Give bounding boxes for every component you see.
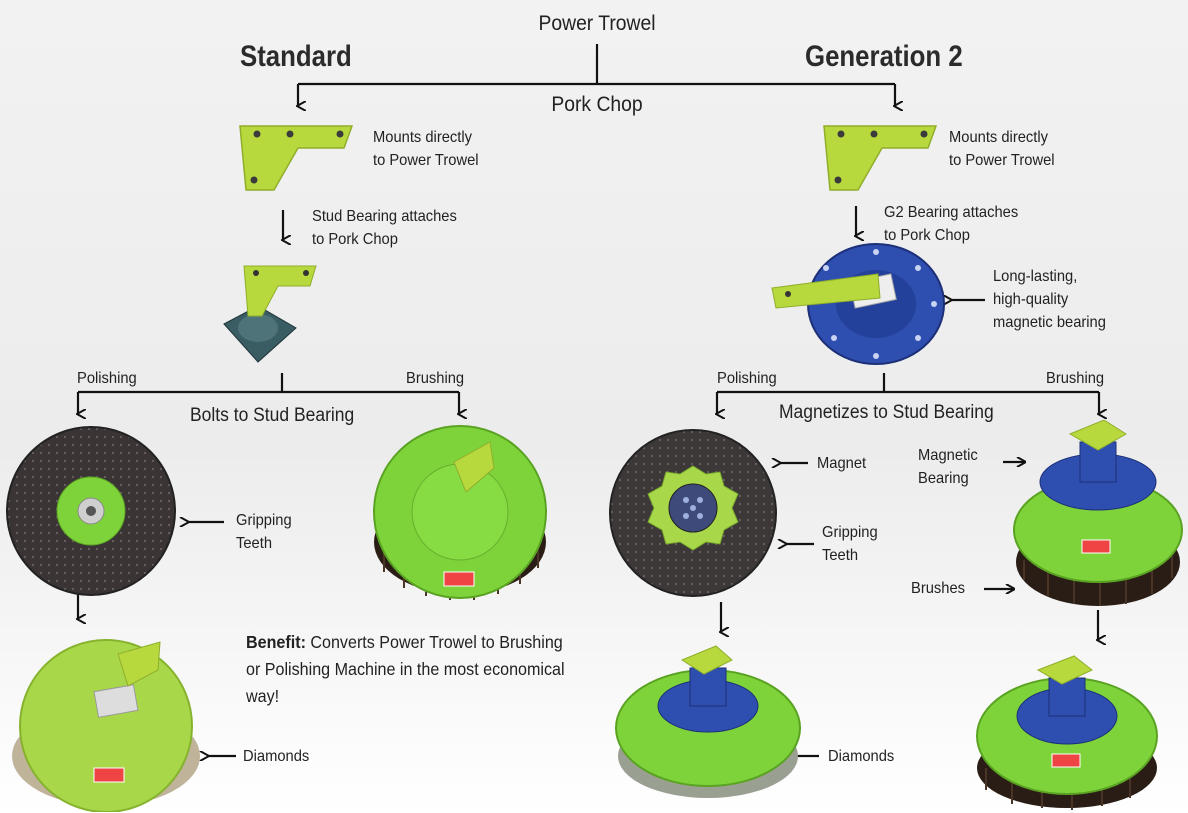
std-gripping-note-line2: Teeth	[236, 535, 273, 552]
g2-magnetic-bearing-note-line1: Magnetic	[918, 447, 978, 464]
g2-quality-note-line3: magnetic bearing	[993, 314, 1106, 331]
standard-heading: Standard	[240, 40, 352, 73]
g2-bearing-image	[771, 243, 945, 365]
g2-brushing-label: Brushing	[1046, 370, 1105, 387]
g2-quality-note-line2: high-quality	[993, 291, 1069, 308]
benefit-text: Converts Power Trowel to Brushing or Pol…	[246, 632, 565, 706]
std-gripping-note-line1: Gripping	[236, 512, 292, 529]
std-mount-note-line2: to Power Trowel	[373, 152, 479, 169]
stud-bearing-image	[223, 265, 317, 363]
g2-magnet-note: Magnet	[817, 455, 867, 472]
g2-bearing-note-line1: G2 Bearing attaches	[884, 204, 1019, 221]
std-brushing-label: Brushing	[406, 370, 465, 387]
g2-magnetic-bearing-note-line2: Bearing	[918, 470, 969, 487]
diamond-pad-image-gen2	[615, 645, 801, 798]
gen2-heading: Generation 2	[805, 40, 963, 73]
pork-chop-image-gen2	[823, 125, 938, 191]
std-diamonds-note: Diamonds	[243, 748, 310, 765]
g2-bearing-note-line2: to Pork Chop	[884, 227, 970, 244]
std-bearing-note-line1: Stud Bearing attaches	[312, 208, 457, 225]
g2-mount-note-line1: Mounts directly	[949, 129, 1048, 146]
g2-mount-note-line2: to Power Trowel	[949, 152, 1055, 169]
root-label: Power Trowel	[538, 12, 656, 35]
g2-gripping-note-line1: Gripping	[822, 524, 878, 541]
g2-brushes-note: Brushes	[911, 580, 966, 597]
pork-chop-label: Pork Chop	[551, 93, 643, 116]
g2-polishing-label: Polishing	[717, 370, 777, 387]
std-bolts-label: Bolts to Stud Bearing	[190, 405, 355, 426]
brushing-pad-image-standard	[373, 425, 547, 600]
polishing-pad-image-standard	[6, 426, 176, 596]
g2-gripping-note-line2: Teeth	[822, 547, 859, 564]
polishing-pad-image-gen2	[609, 429, 777, 597]
benefit-text-block: Benefit: Converts Power Trowel to Brushi…	[246, 629, 577, 710]
diamond-pad-image-standard	[12, 639, 200, 812]
pork-chop-image-standard	[239, 125, 354, 191]
g2-quality-note-line1: Long-lasting,	[993, 268, 1078, 285]
brushing-final-image-gen2	[976, 655, 1158, 810]
std-polishing-label: Polishing	[77, 370, 137, 387]
g2-magnetizes-label: Magnetizes to Stud Bearing	[779, 402, 994, 423]
brushing-pad-image-gen2	[1013, 420, 1183, 606]
benefit-label: Benefit:	[246, 632, 306, 652]
std-mount-note-line1: Mounts directly	[373, 129, 472, 146]
std-bearing-note-line2: to Pork Chop	[312, 231, 398, 248]
g2-diamonds-note: Diamonds	[828, 748, 895, 765]
